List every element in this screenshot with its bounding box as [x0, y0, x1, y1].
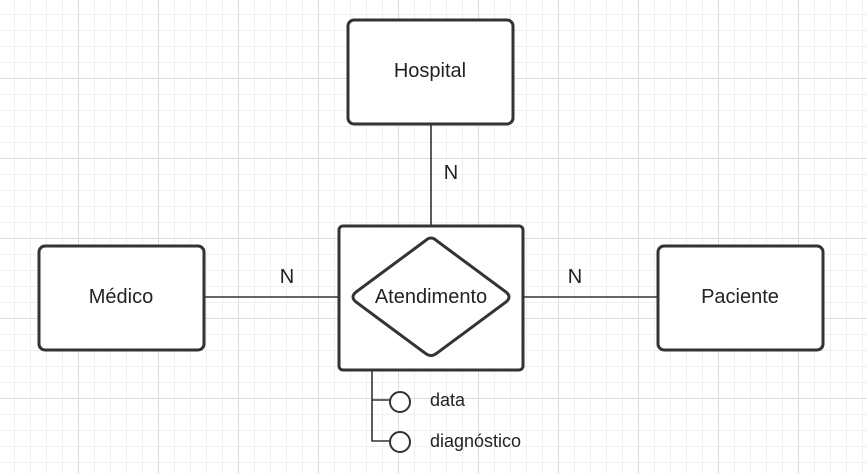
cardinality-paciente: N [568, 266, 582, 288]
edge-attribute-diagnostico [371, 400, 390, 442]
relationship-label: Atendimento [375, 286, 487, 308]
attribute-data[interactable]: data [389, 390, 466, 413]
entity-hospital-label: Hospital [394, 60, 466, 82]
cardinality-hospital: N [444, 162, 458, 184]
entity-paciente[interactable]: Paciente [656, 244, 825, 352]
relationship-atendimento[interactable]: Atendimento [337, 224, 525, 372]
attribute-data-label: data [430, 390, 466, 410]
attribute-diagnostico-label: diagnóstico [430, 431, 521, 451]
entity-paciente-label: Paciente [701, 286, 779, 308]
cardinality-medico: N [280, 266, 294, 288]
entity-medico[interactable]: Médico [37, 244, 206, 352]
attribute-diagnostico[interactable]: diagnóstico [389, 431, 521, 453]
entity-medico-label: Médico [89, 286, 153, 308]
edge-attribute-data [371, 370, 390, 401]
entity-hospital[interactable]: Hospital [346, 18, 515, 126]
relationship-diamond [351, 236, 511, 357]
